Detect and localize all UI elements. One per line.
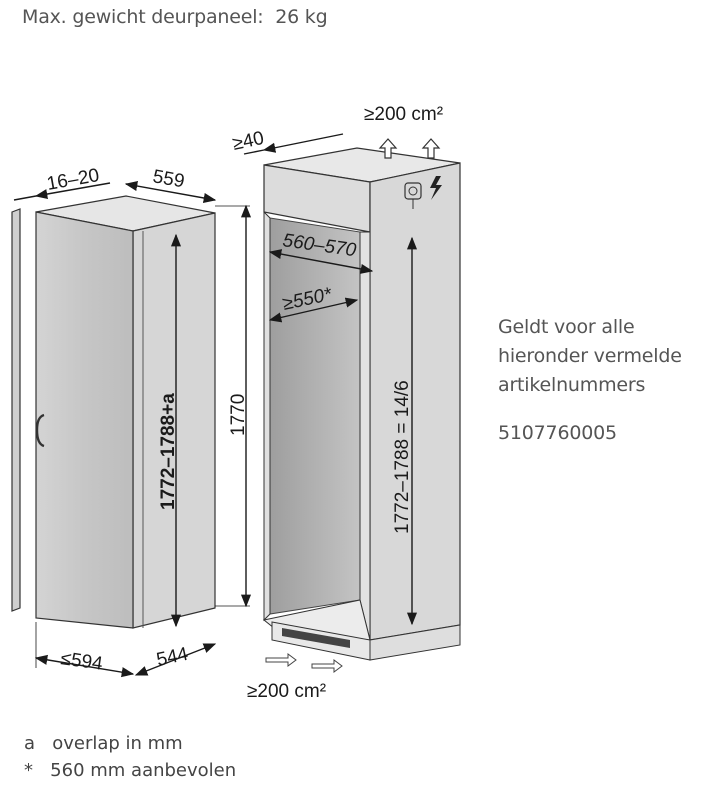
legend-item-a: a overlap in mm — [24, 733, 183, 754]
article-number: 5107760005 — [498, 422, 617, 444]
dim-appliance-bottom-depth: 544 — [155, 644, 191, 671]
niche-drawing: ≥40 ≥200 cm² 560–570 ≥550* 1772–1788 = 1… — [231, 104, 461, 702]
niche-side — [369, 162, 461, 641]
appliance-drawing: 16–20 559 1772–1788+a 1770 ≤594 544 — [11, 165, 252, 678]
dim-panel-thickness: 16–20 — [45, 165, 101, 195]
legend-text-star: 560 mm aanbevolen — [50, 760, 237, 781]
legend-key-star: * — [24, 760, 33, 781]
door-panel-strip — [11, 208, 21, 612]
note-line-1: Geldt voor alle — [498, 316, 635, 338]
note-line-2: hieronder vermelde — [498, 345, 682, 367]
legend-item-star: * 560 mm aanbevolen — [24, 760, 236, 781]
dim-appliance-height: 1770 — [228, 394, 249, 436]
appliance-front — [35, 211, 134, 629]
dim-appliance-height-overlap: 1772–1788+a — [158, 393, 179, 510]
dim-vent-top: ≥200 cm² — [364, 104, 443, 125]
lightning-icon — [430, 176, 442, 200]
note-line-3: artikelnummers — [498, 374, 646, 396]
niche-inner — [269, 217, 361, 615]
door-handle-icon — [35, 413, 45, 448]
dim-appliance-width: ≤594 — [59, 648, 104, 675]
vent-arrow-up-icon — [421, 138, 441, 159]
max-weight-label: Max. gewicht deurpaneel: 26 kg — [22, 6, 328, 28]
dim-appliance-depth: 559 — [151, 166, 186, 192]
legend-text-a: overlap in mm — [52, 733, 183, 754]
power-socket-icon — [404, 182, 422, 209]
dim-vent-bottom: ≥200 cm² — [247, 681, 326, 702]
vent-arrow-in-icon — [265, 653, 343, 673]
vent-arrow-up-icon — [378, 138, 398, 159]
dim-niche-height: 1772–1788 = 14/6 — [392, 380, 413, 534]
legend-key-a: a — [24, 733, 36, 754]
